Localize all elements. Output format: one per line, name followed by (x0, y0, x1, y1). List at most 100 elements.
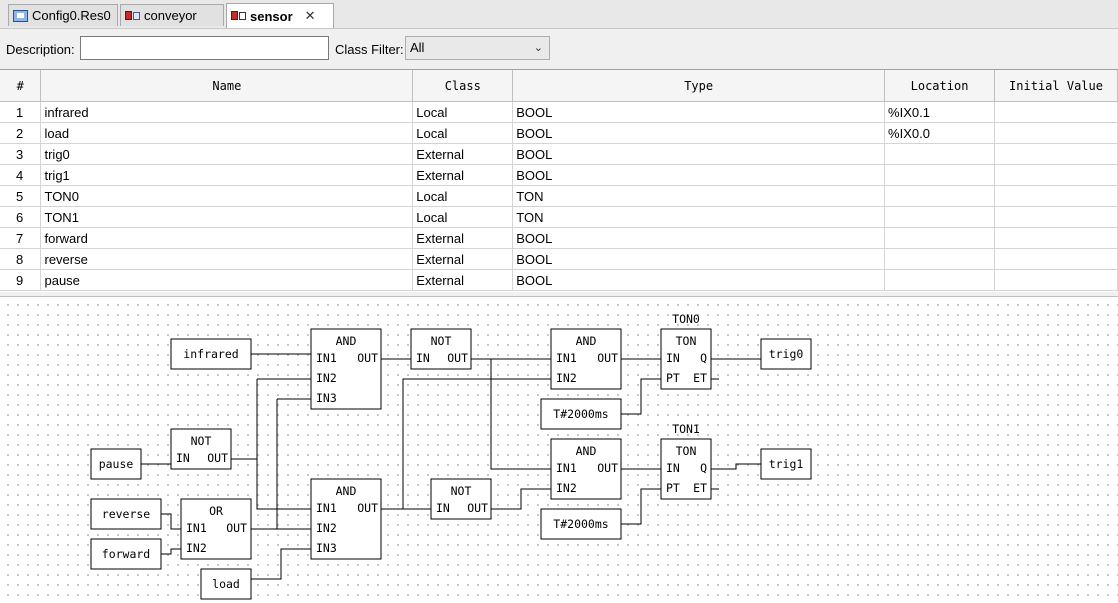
variable-class-cell[interactable]: Local (412, 122, 514, 144)
variable-location-cell[interactable] (884, 269, 996, 291)
variable-class-cell[interactable]: External (412, 143, 514, 165)
variable-name-cell[interactable]: forward (40, 227, 414, 249)
variable-forward[interactable]: forward (90, 538, 162, 570)
column-header-type[interactable]: Type (512, 70, 886, 102)
variable-initial-value-cell[interactable] (994, 248, 1118, 270)
variable-location-cell[interactable] (884, 185, 996, 207)
variable-initial-value-cell[interactable] (994, 122, 1118, 144)
variable-name-cell[interactable]: trig0 (40, 143, 414, 165)
variable-name-cell[interactable]: TON1 (40, 206, 414, 228)
fbd-diagram[interactable]: infraredpausereverseforwardloadT#2000msT… (0, 297, 1118, 603)
variable-initial-value-cell[interactable] (994, 101, 1118, 123)
row-number-cell[interactable]: 5 (0, 185, 42, 207)
variable-class-cell[interactable]: Local (412, 101, 514, 123)
variable-reverse[interactable]: reverse (90, 498, 162, 530)
variable-name-cell[interactable]: pause (40, 269, 414, 291)
variable-pause[interactable]: pause (90, 448, 142, 480)
constant-t2000ms-1[interactable]: T#2000ms (540, 508, 622, 540)
variable-type-cell[interactable]: BOOL (512, 164, 886, 186)
column-header-location[interactable]: Location (884, 70, 996, 102)
tab-config0-res0[interactable]: Config0.Res0 (8, 4, 118, 26)
variable-location-cell[interactable]: %IX0.1 (884, 101, 996, 123)
variable-class-cell[interactable]: External (412, 227, 514, 249)
variable-load[interactable]: load (200, 568, 252, 600)
description-input[interactable] (80, 36, 329, 60)
tab-conveyor[interactable]: conveyor (120, 4, 224, 26)
variable-class-cell[interactable]: Local (412, 206, 514, 228)
block-text: IN2 (186, 541, 207, 555)
variable-type-cell[interactable]: BOOL (512, 227, 886, 249)
variable-location-cell[interactable] (884, 143, 996, 165)
class-filter-select[interactable]: All ⌄ (405, 36, 550, 60)
variable-initial-value-cell[interactable] (994, 227, 1118, 249)
row-number-cell[interactable]: 2 (0, 122, 42, 144)
variable-type-cell[interactable]: TON (512, 206, 886, 228)
variable-trig1[interactable]: trig1 (760, 448, 812, 480)
variable-initial-value-cell[interactable] (994, 164, 1118, 186)
column-header-name[interactable]: Name (40, 70, 414, 102)
column-header-class[interactable]: Class (412, 70, 514, 102)
variable-initial-value-cell[interactable] (994, 185, 1118, 207)
column-header-number[interactable]: # (0, 70, 42, 102)
row-number-cell[interactable]: 1 (0, 101, 42, 123)
variable-location-cell[interactable]: %IX0.0 (884, 122, 996, 144)
variable-trig0[interactable]: trig0 (760, 338, 812, 370)
variable-name-cell[interactable]: TON0 (40, 185, 414, 207)
variable-type-cell[interactable]: BOOL (512, 143, 886, 165)
variable-name-cell[interactable]: load (40, 122, 414, 144)
row-number-cell[interactable]: 4 (0, 164, 42, 186)
variable-type-cell[interactable]: BOOL (512, 248, 886, 270)
row-number-cell[interactable]: 9 (0, 269, 42, 291)
variable-location-cell[interactable] (884, 206, 996, 228)
variable-initial-value-cell[interactable] (994, 269, 1118, 291)
variable-class-cell[interactable]: Local (412, 185, 514, 207)
variable-type-cell[interactable]: TON (512, 185, 886, 207)
row-number-cell[interactable]: 3 (0, 143, 42, 165)
variable-class-cell[interactable]: External (412, 248, 514, 270)
variable-location-cell[interactable] (884, 227, 996, 249)
variable-location-cell[interactable] (884, 248, 996, 270)
variable-initial-value-cell[interactable] (994, 206, 1118, 228)
variable-class-cell[interactable]: External (412, 164, 514, 186)
variable-name-cell[interactable]: trig1 (40, 164, 414, 186)
variable-name-cell[interactable]: infrared (40, 101, 414, 123)
variable-type-cell[interactable]: BOOL (512, 269, 886, 291)
variable-location-cell[interactable] (884, 164, 996, 186)
variable-initial-value-cell[interactable] (994, 143, 1118, 165)
column-header-initial-value[interactable]: Initial Value (994, 70, 1118, 102)
row-number-cell[interactable]: 6 (0, 206, 42, 228)
row-number-cell[interactable]: 7 (0, 227, 42, 249)
table-header-row: # Name Class Type Location Initial Value (0, 70, 1118, 102)
variable-infrared[interactable]: infrared (170, 338, 252, 370)
variable-type-cell[interactable]: BOOL (512, 122, 886, 144)
tab-sensor[interactable]: sensor ✕ (226, 3, 334, 28)
row-number-cell[interactable]: 8 (0, 248, 42, 270)
variable-name-cell[interactable]: reverse (40, 248, 414, 270)
close-icon[interactable]: ✕ (304, 8, 316, 23)
variable-class-cell[interactable]: External (412, 269, 514, 291)
block-type-label: TON (676, 334, 697, 348)
chevron-down-icon[interactable]: ⌄ (533, 42, 543, 54)
variable-type-cell[interactable]: BOOL (512, 101, 886, 123)
constant-t2000ms-0[interactable]: T#2000ms (540, 398, 622, 430)
